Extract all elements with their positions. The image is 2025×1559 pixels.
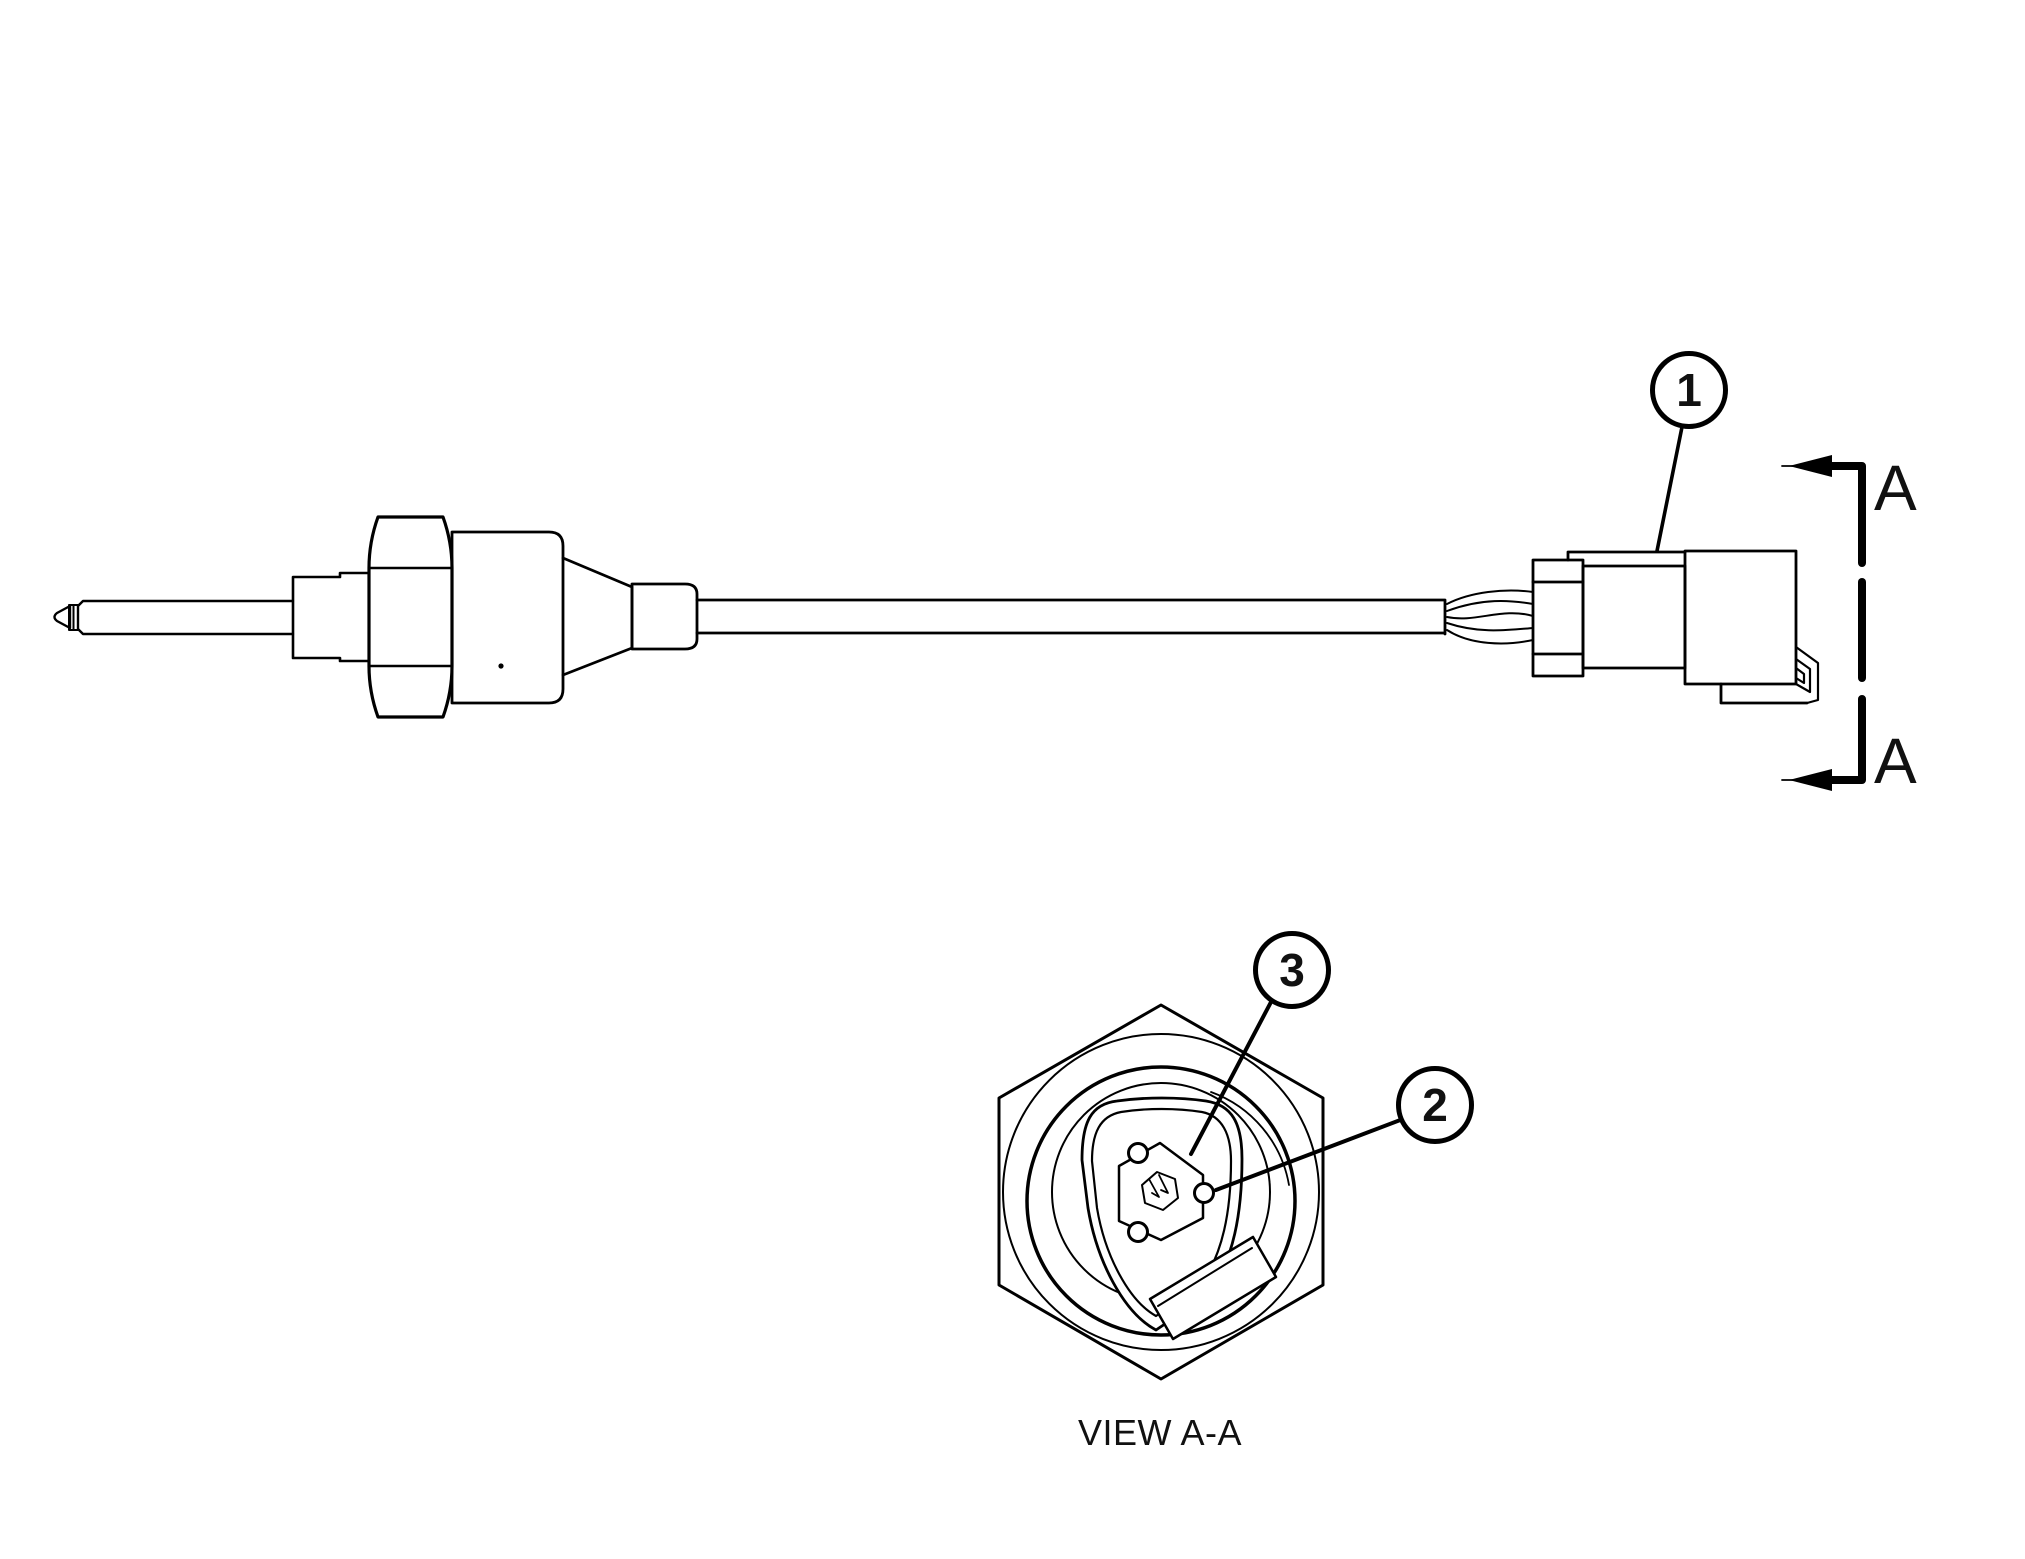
section-label-bottom: A [1874, 725, 1917, 797]
connector-side-view: 1 [1446, 351, 1820, 705]
strain-relief-taper [561, 556, 634, 677]
view-aa-thread-marks [1148, 1174, 1169, 1198]
callout-1-circle [1650, 351, 1728, 429]
hex-nut [367, 515, 454, 719]
view-aa-key [1148, 1235, 1278, 1341]
hex-facet-lines [367, 566, 454, 668]
section-arrow-bottom [1781, 695, 1866, 791]
callout-2-label: 2 [1422, 1079, 1448, 1131]
callout-1-leader [1655, 425, 1684, 553]
connector-body-lip [1566, 550, 1687, 562]
probe-shaft [76, 599, 295, 636]
sensor-side-view [53, 515, 1447, 719]
view-aa-inner-hex [1141, 1171, 1179, 1211]
collar-step [291, 571, 371, 663]
view-aa-pin-lower-left [1127, 1221, 1149, 1243]
section-cut-marker: A A [1781, 452, 1917, 797]
cable [695, 598, 1447, 636]
probe-tip-cone [53, 604, 72, 630]
sensor-body [450, 530, 565, 705]
connector-wire-seal [1531, 558, 1585, 678]
view-aa-chamfer-arc [1210, 1091, 1290, 1186]
view-aa-pin-upper-left [1127, 1142, 1149, 1164]
callout-1-label: 1 [1676, 364, 1702, 416]
connector-latch [1794, 645, 1820, 705]
body-center-mark [498, 663, 504, 669]
connector-body [1566, 550, 1687, 670]
view-aa-hex-nut [997, 1003, 1325, 1381]
view-aa-pin-right [1193, 1182, 1215, 1204]
view-aa-caption: VIEW A-A [1078, 1412, 1242, 1453]
view-aa-center-hex [1117, 1141, 1205, 1242]
callout-2-leader [1214, 1117, 1405, 1192]
callout-3-leader [1189, 1000, 1273, 1156]
section-arrow-top [1781, 455, 1866, 567]
housing-lower-step [1719, 682, 1809, 705]
callout-2-circle [1396, 1066, 1474, 1144]
wire-leads [1446, 589, 1534, 645]
connector-housing [1683, 549, 1809, 705]
callout-3-label: 3 [1279, 944, 1305, 996]
cable-ferrule [630, 582, 699, 651]
callout-3-circle [1253, 931, 1331, 1009]
view-a-a: 3 2 VIEW A-A [997, 931, 1474, 1453]
view-aa-pins [1127, 1142, 1215, 1243]
section-label-top: A [1874, 452, 1917, 524]
